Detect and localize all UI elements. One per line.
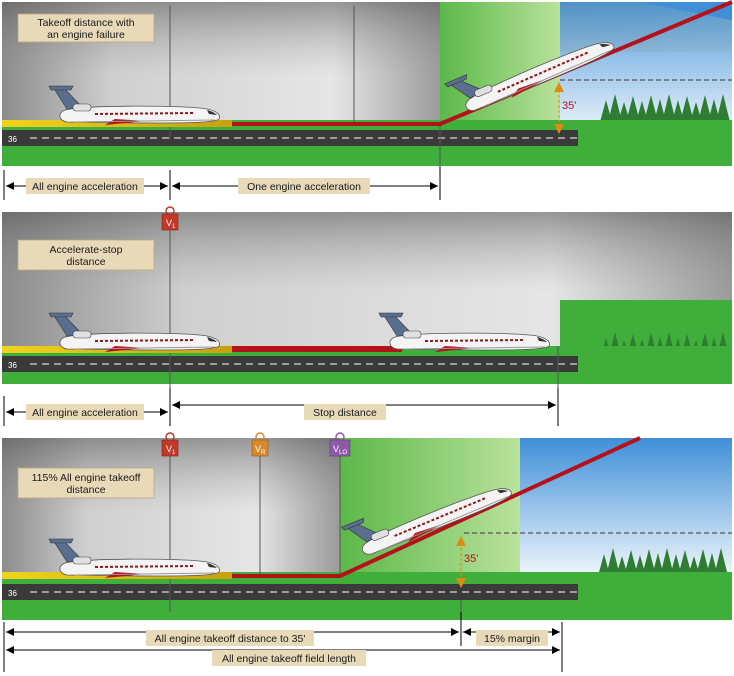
vr-label: VR xyxy=(255,444,266,456)
svg-text:36: 36 xyxy=(8,135,17,144)
svg-text:36: 36 xyxy=(8,589,17,598)
panel-title-2-line-2: distance xyxy=(66,256,105,268)
panel-title-box-1 xyxy=(17,13,155,43)
panel-title-2-line-1: Accelerate-stop xyxy=(50,244,123,256)
dimensions-panel-2: All engine acceleration Stop distance xyxy=(0,388,734,430)
dim-label-all-engine-acceleration-2: All engine acceleration xyxy=(32,407,138,419)
dim-label-15-percent-margin: 15% margin xyxy=(484,633,540,645)
v1-label-2: V1 xyxy=(166,218,176,230)
panel-title-3-line-1: 115% All engine takeoff xyxy=(32,472,141,484)
runway-3 xyxy=(2,584,578,600)
flight-path-1 xyxy=(232,0,733,126)
v1-label-3: V1 xyxy=(166,444,176,456)
dim-label-stop-distance: Stop distance xyxy=(313,407,377,419)
panel-takeoff-engine-failure: 36 35' Takeoff distance with an engine f… xyxy=(2,0,733,166)
flight-path-3 xyxy=(232,436,641,578)
panel-title-1-line-2: an engine failure xyxy=(47,29,125,41)
dimensions-panel-1: All engine acceleration One engine accel… xyxy=(0,166,734,204)
dim-label-one-engine-acceleration: One engine acceleration xyxy=(247,181,361,193)
panel-title-box-3 xyxy=(17,467,155,499)
panel-title-3-line-2: distance xyxy=(66,484,105,496)
v1-marker-2: V1 xyxy=(161,206,179,231)
panel-title-1-line-1: Takeoff distance with xyxy=(37,17,134,29)
dim-label-all-engine-takeoff-distance: All engine takeoff distance to 35' xyxy=(155,633,306,645)
dimensions-panel-3: All engine takeoff distance to 35' 15% m… xyxy=(0,612,734,676)
vlo-label: VLO xyxy=(333,444,347,456)
panel-all-engine-takeoff: 36 35' 115% All engine takeoff distance … xyxy=(2,432,732,620)
panel-title-box-2 xyxy=(17,239,155,271)
panel-accelerate-stop: 36 Accelerate-stop distance V1 xyxy=(2,206,732,388)
vlo-marker: VLO xyxy=(329,432,351,457)
runway-2 xyxy=(2,356,578,372)
stop-path xyxy=(232,346,402,352)
dim-label-all-engine-acceleration-1: All engine acceleration xyxy=(32,181,138,193)
vr-marker: VR xyxy=(251,432,269,457)
v1-marker-3: V1 xyxy=(161,432,179,457)
height-label-3: 35' xyxy=(464,553,478,565)
dim-label-field-length: All engine takeoff field length xyxy=(222,653,356,665)
runway-1 xyxy=(2,130,578,146)
height-label-1: 35' xyxy=(562,100,576,112)
svg-text:36: 36 xyxy=(8,361,17,370)
